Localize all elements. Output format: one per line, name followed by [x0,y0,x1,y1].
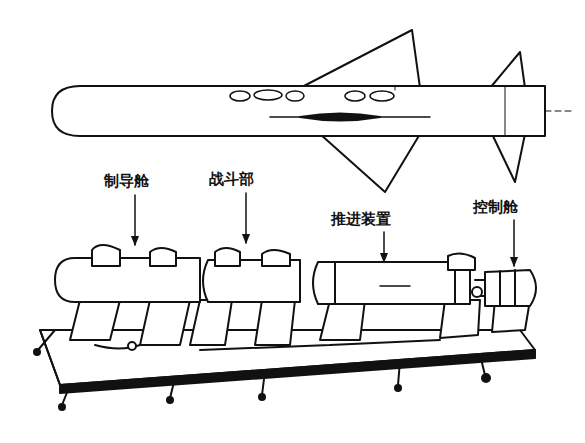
part-label: 战斗部 [208,172,255,187]
part-label: 推进装置 [330,212,392,227]
part-label: 制导舱 [103,174,150,189]
cradles [70,300,530,350]
missile-view [52,30,575,192]
part-label: 控制舱 [472,200,519,215]
missile-modules [55,245,536,306]
